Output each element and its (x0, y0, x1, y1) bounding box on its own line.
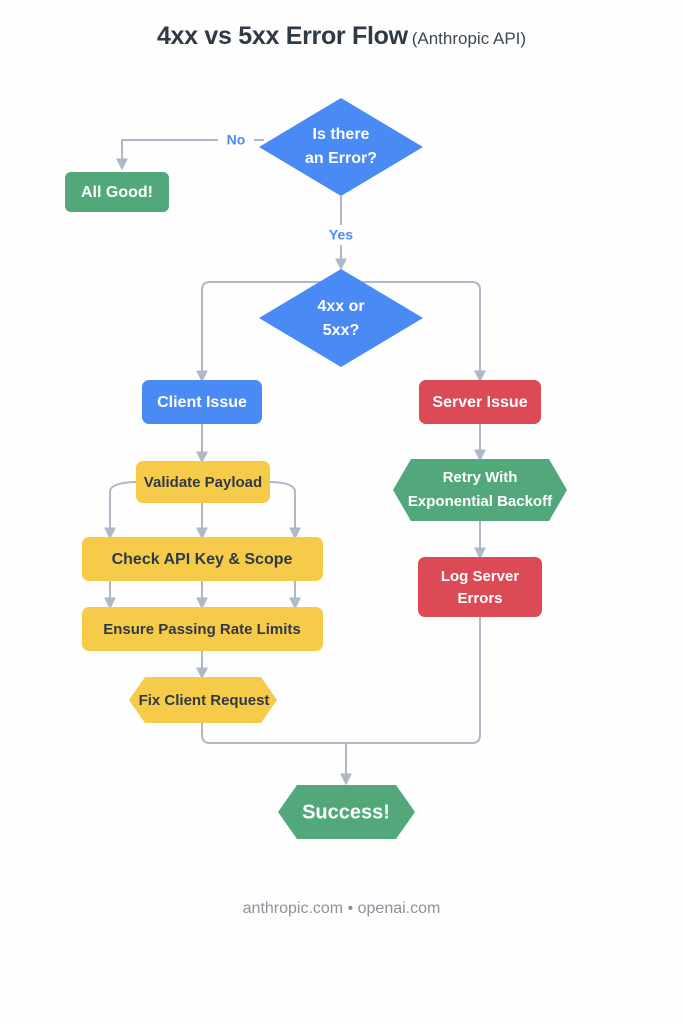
client-issue-label: Client Issue (157, 394, 247, 411)
check-api-key-rect-shape (82, 537, 323, 581)
page-title: 4xx vs 5xx Error Flow(Anthropic API) (0, 22, 683, 51)
is-error-label-line2: an Error? (305, 150, 377, 167)
four-or-five-label-line1: 4xx or (317, 298, 364, 315)
node-all-good[interactable]: All Good! (65, 172, 169, 212)
node-is-there-an-error[interactable]: Is there an Error? (259, 98, 423, 196)
node-fix-client-request[interactable]: Fix Client Request (129, 677, 277, 723)
node-log-server-errors[interactable]: Log Server Errors (418, 557, 542, 617)
connector-validate-to-check-left (104, 481, 140, 540)
retry-backoff-label-line1: Retry With (443, 469, 518, 486)
is-error-label-line1: Is there (313, 126, 370, 143)
success-label: Success! (302, 801, 390, 823)
connector-error-to-allgood (116, 139, 264, 171)
edge-label-no: No (227, 132, 246, 148)
retry-backoff-hexagon-shape (393, 459, 567, 521)
validate-payload-label: Validate Payload (144, 474, 262, 491)
title-subtitle-text: (Anthropic API) (411, 29, 527, 48)
node-server-issue[interactable]: Server Issue (419, 380, 541, 424)
check-api-key-label: Check API Key & Scope (112, 551, 293, 568)
node-retry-exponential-backoff[interactable]: Retry With Exponential Backoff (393, 459, 567, 521)
server-issue-label: Server Issue (432, 394, 527, 411)
log-server-errors-label-line1: Log Server (441, 568, 520, 585)
four-or-five-label-line2: 5xx? (323, 322, 359, 339)
connector-validate-to-check-right (267, 481, 301, 540)
connector-merge-bar (201, 617, 481, 744)
four-or-five-diamond-shape (259, 269, 423, 367)
success-hexagon-shape (278, 785, 415, 839)
edge-labels: No Yes (218, 130, 362, 245)
all-good-label: All Good! (81, 184, 153, 201)
node-client-issue[interactable]: Client Issue (142, 380, 262, 424)
log-server-errors-rect-shape (418, 557, 542, 617)
rate-limits-rect-shape (82, 607, 323, 651)
client-issue-rect-shape (142, 380, 262, 424)
log-server-errors-label-line2: Errors (457, 590, 502, 607)
server-issue-rect-shape (419, 380, 541, 424)
rate-limits-label: Ensure Passing Rate Limits (103, 621, 301, 638)
title-main-text: 4xx vs 5xx Error Flow (156, 22, 408, 50)
edge-label-yes: Yes (329, 227, 353, 243)
node-success[interactable]: Success! (278, 785, 415, 839)
node-ensure-rate-limits[interactable]: Ensure Passing Rate Limits (82, 607, 323, 651)
all-good-rect-shape (65, 172, 169, 212)
fix-client-request-hexagon-shape (129, 677, 277, 723)
validate-payload-rect-shape (136, 461, 270, 503)
node-validate-payload[interactable]: Validate Payload (136, 461, 270, 503)
no-label-backdrop (218, 130, 254, 150)
node-check-api-key-scope[interactable]: Check API Key & Scope (82, 537, 323, 581)
retry-backoff-label-line2: Exponential Backoff (408, 493, 553, 510)
footer-links: anthropic.com • openai.com (242, 900, 441, 917)
fix-client-request-label: Fix Client Request (139, 692, 270, 709)
is-error-diamond-shape (259, 98, 423, 196)
node-4xx-or-5xx[interactable]: 4xx or 5xx? (259, 269, 423, 367)
yes-label-backdrop (322, 225, 362, 245)
